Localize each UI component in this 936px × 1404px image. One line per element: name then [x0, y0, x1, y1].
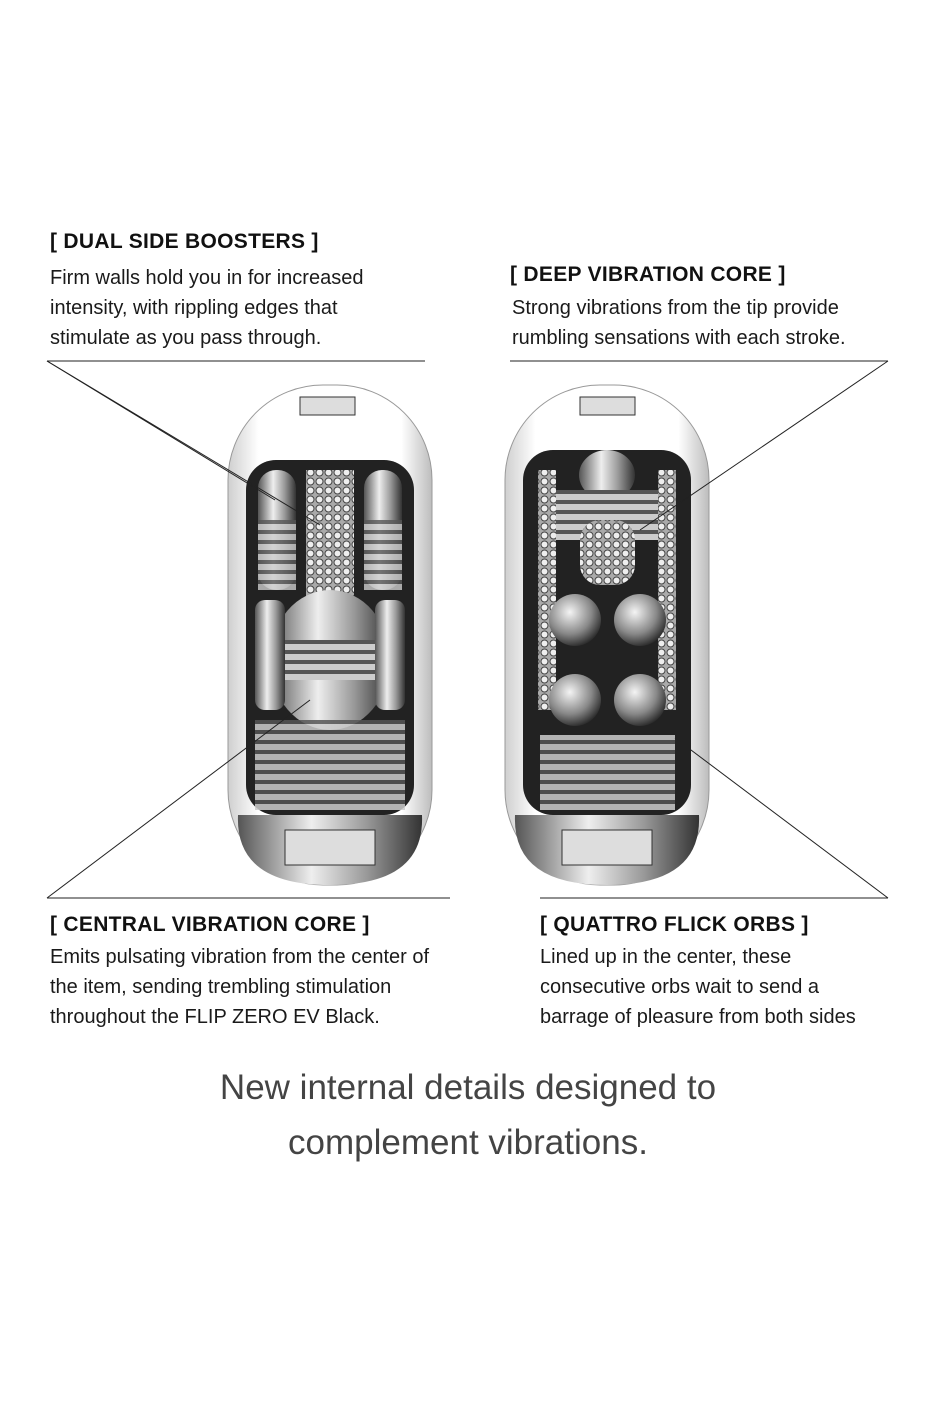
text-line: Emits pulsating vibration from the cente…	[50, 946, 430, 968]
text-line: throughout the FLIP ZERO EV Black.	[50, 1006, 380, 1028]
callout-text-quattro-flick-orbs: Lined up in the center, these consecutiv…	[540, 942, 856, 1032]
callout-title-central-vibration-core: [ CENTRAL VIBRATION CORE ]	[50, 913, 370, 936]
headline-line-2: complement vibrations.	[288, 1123, 648, 1162]
text-line: rumbling sensations with each stroke.	[512, 327, 846, 349]
callout-title-deep-vibration-core: [ DEEP VIBRATION CORE ]	[510, 263, 786, 286]
callout-title-quattro-flick-orbs: [ QUATTRO FLICK ORBS ]	[540, 913, 809, 936]
text-line: intensity, with rippling edges that	[50, 297, 338, 319]
callout-text-central-vibration-core: Emits pulsating vibration from the cente…	[50, 942, 429, 1032]
callout-text-dual-side-boosters: Firm walls hold you in for increased int…	[50, 263, 363, 353]
text-line: the item, sending trembling stimulation	[50, 976, 392, 998]
text-line: Firm walls hold you in for increased	[50, 267, 364, 289]
headline-line-1: New internal details designed to	[219, 1068, 717, 1107]
text-line: consecutive orbs wait to send a	[540, 976, 820, 998]
leader-lines	[46, 360, 889, 899]
text-line: Strong vibrations from the tip provide	[512, 297, 839, 319]
text-line: barrage of pleasure from both sides	[540, 1006, 856, 1028]
callout-title-dual-side-boosters: [ DUAL SIDE BOOSTERS ]	[50, 230, 319, 253]
left-product-cutaway	[227, 384, 433, 886]
right-product-cutaway	[504, 384, 710, 886]
callout-text-deep-vibration-core: Strong vibrations from the tip provide r…	[512, 293, 846, 353]
text-line: Lined up in the center, these	[540, 946, 792, 968]
text-line: stimulate as you pass through.	[50, 327, 322, 349]
